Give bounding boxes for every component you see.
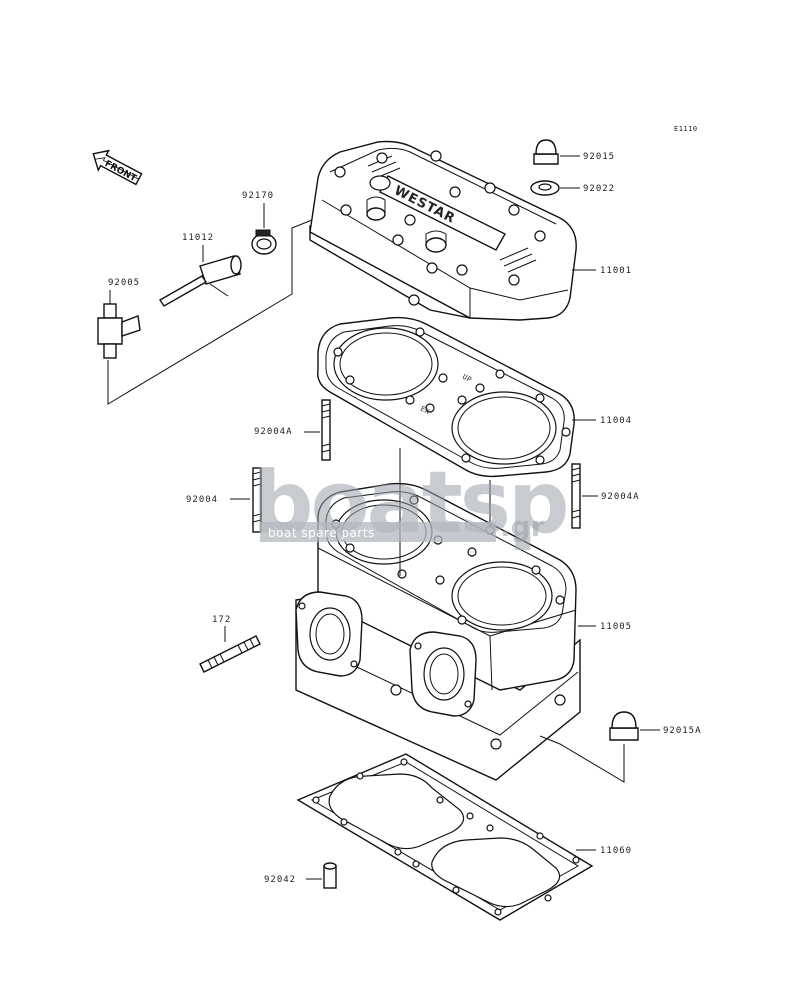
head-gasket[interactable]: UP EX: [317, 316, 575, 478]
dowel-92042[interactable]: [323, 862, 337, 889]
gasket-mark-up: UP: [461, 373, 473, 384]
label-92042: 92042: [264, 875, 296, 885]
label-172: 172: [212, 615, 231, 625]
watermark-tld: .gr: [500, 510, 545, 543]
label-92170: 92170: [242, 191, 274, 201]
watermark: boatsp .gr boat spare parts: [252, 453, 570, 553]
fitting-11012[interactable]: [159, 255, 242, 307]
front-arrow-icon: FRONT: [92, 149, 143, 186]
label-11004: 11004: [600, 416, 632, 426]
stud-92004A-right[interactable]: [571, 463, 581, 529]
cylinder-head[interactable]: WESTAR: [309, 140, 577, 321]
clamp-92170[interactable]: [251, 229, 277, 255]
label-11001: 11001: [600, 266, 632, 276]
watermark-tagline: boat spare parts: [268, 526, 375, 540]
label-11005: 11005: [600, 622, 632, 632]
stud-92004A-left[interactable]: [321, 399, 331, 461]
label-11060: 11060: [600, 846, 632, 856]
cap-nut-92015[interactable]: [533, 139, 559, 165]
stud-92004[interactable]: [252, 467, 262, 533]
label-92004A-left: 92004A: [254, 427, 293, 437]
cap-nut-92015A[interactable]: [609, 711, 639, 741]
label-92005: 92005: [108, 278, 140, 288]
label-92022: 92022: [583, 184, 615, 194]
label-92015A: 92015A: [663, 726, 702, 736]
washer-92022[interactable]: [530, 180, 560, 196]
elbow-92005[interactable]: [97, 303, 141, 359]
label-92015: 92015: [583, 152, 615, 162]
drawing-code: E1110: [674, 125, 698, 133]
label-11012: 11012: [182, 233, 214, 243]
stud-172[interactable]: [199, 635, 261, 673]
label-92004: 92004: [186, 495, 218, 505]
label-92004A-right: 92004A: [601, 492, 640, 502]
gasket-mark-ex: EX: [419, 405, 431, 417]
base-gasket[interactable]: [296, 753, 594, 921]
